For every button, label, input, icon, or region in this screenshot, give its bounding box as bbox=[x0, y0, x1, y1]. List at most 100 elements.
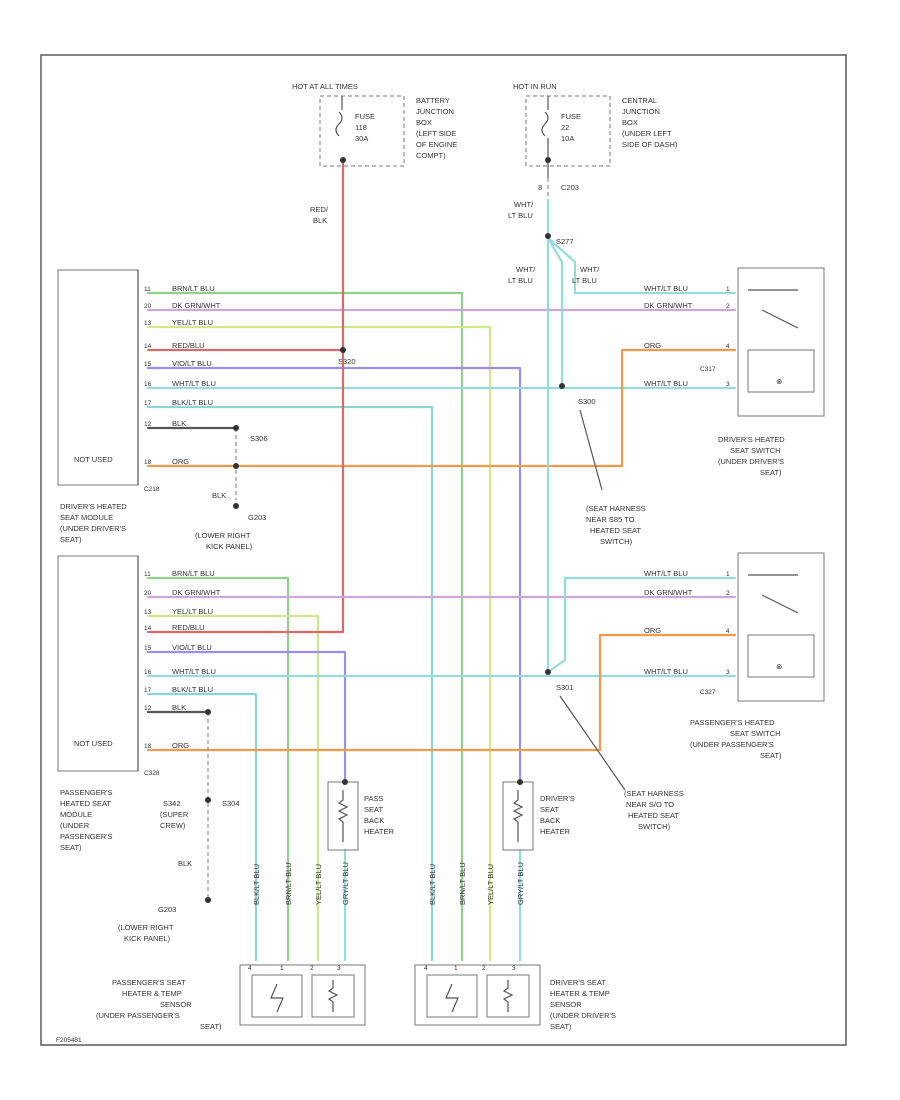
passenger-module-pin-15: 15 bbox=[144, 645, 152, 652]
passenger-switch-label-2: SEAT SWITCH bbox=[730, 729, 781, 738]
s342-dot bbox=[205, 797, 211, 803]
cjb-line3: BOX bbox=[622, 118, 638, 127]
driver-seat-heater-sensor: DRIVER'S SEAT HEATER & TEMP SENSOR (UNDE… bbox=[414, 964, 616, 1031]
wire-pass-vio-ltblu bbox=[146, 650, 347, 784]
power-source-fuse-118: HOT AT ALL TIMES FUSE 118 30A BATTERY JU… bbox=[292, 82, 457, 225]
pass-seat-sensor bbox=[251, 974, 303, 1018]
driver-switch-wire-label: DK GRN/WHT bbox=[644, 301, 693, 310]
drv-seat-label-3: SENSOR bbox=[550, 1000, 582, 1009]
s301-dot bbox=[545, 669, 551, 675]
passenger-heated-seat-module: NOT USED C328 PASSENGER'S HEATED SEAT MO… bbox=[57, 555, 160, 852]
drv-seat-pin-4: 4 bbox=[424, 965, 428, 972]
passenger-module-pin-20: 20 bbox=[144, 590, 152, 597]
s320-label: S320 bbox=[338, 357, 356, 366]
passenger-module-wire-label: BLK/LT BLU bbox=[172, 685, 213, 694]
driver-switch-wire-label: WHT/LT BLU bbox=[644, 284, 688, 293]
passenger-module-wire-label: YEL/LT BLU bbox=[172, 607, 213, 616]
driver-module-pin-17: 17 bbox=[144, 400, 152, 407]
driver-module-label-4: SEAT) bbox=[60, 535, 82, 544]
pass-seat-back-heater: PASS SEAT BACK HEATER bbox=[327, 781, 394, 851]
passenger-module-wire-label: ORG bbox=[172, 741, 189, 750]
passenger-switch-wire-label: DK GRN/WHT bbox=[644, 588, 693, 597]
pass-seat-wire-label: BRN/LT BLU bbox=[284, 862, 293, 905]
driver-ground-blk: BLK bbox=[212, 491, 226, 500]
s320-dot bbox=[340, 347, 346, 353]
passenger-switch-wire-label: WHT/LT BLU bbox=[644, 667, 688, 676]
drv-switch-note-3: HEATED SEAT bbox=[590, 526, 641, 535]
fuse-118-line3: 30A bbox=[355, 134, 368, 143]
branch2-label-2: LT BLU bbox=[572, 276, 597, 285]
s306-top-dot bbox=[233, 425, 239, 431]
s342-label-1: S342 bbox=[163, 799, 181, 808]
pass-seat-label-2: HEATER & TEMP bbox=[122, 989, 182, 998]
pass-back-heater-2: SEAT bbox=[364, 805, 383, 814]
passenger-switch-lamp-symbol: ⊗ bbox=[776, 662, 782, 671]
driver-module-pin-11: 11 bbox=[144, 286, 151, 293]
wire-pass-blk-ltblu bbox=[146, 692, 258, 962]
wire-pass-brn-ltblu bbox=[146, 576, 290, 962]
passenger-module-label-4: (UNDER bbox=[60, 821, 90, 830]
driver-switch-label-4: SEAT) bbox=[760, 468, 782, 477]
pass-seat-pin-2: 2 bbox=[310, 965, 314, 972]
fuse-22-line1: FUSE bbox=[561, 112, 581, 121]
driver-module-wire-label: DK GRN/WHT bbox=[172, 301, 221, 310]
passenger-switch-label-1: PASSENGER'S HEATED bbox=[690, 718, 775, 727]
passenger-ground: S342 (SUPER CREW) S304 BLK G203 (LOWER R… bbox=[118, 712, 240, 943]
passenger-module-pin-17: 17 bbox=[144, 687, 152, 694]
s277-label: S277 bbox=[556, 237, 574, 246]
pass-back-heater-element bbox=[337, 790, 349, 842]
branch1-label-2: LT BLU bbox=[508, 276, 533, 285]
pass-back-heater-3: BACK bbox=[364, 816, 384, 825]
drv-seat-heater bbox=[486, 974, 530, 1018]
driver-module-pin-15: 15 bbox=[144, 361, 152, 368]
fuse-22-line2: 22 bbox=[561, 123, 569, 132]
s306-label: S306 bbox=[250, 434, 268, 443]
drv-seat-back-heater: DRIVER'S SEAT BACK HEATER bbox=[502, 781, 575, 851]
drv-seat-label-5: SEAT) bbox=[550, 1022, 572, 1031]
driver-module-pin-18: 18 bbox=[144, 459, 152, 466]
driver-ground: S306 BLK G203 (LOWER RIGHT KICK PANEL) bbox=[195, 428, 268, 551]
bjb-line1: BATTERY bbox=[416, 96, 450, 105]
passenger-switch-contact-lever bbox=[761, 594, 799, 614]
driver-switch-wire-label: WHT/LT BLU bbox=[644, 379, 688, 388]
pass-seat-heater-element bbox=[327, 980, 339, 1012]
passenger-module-pin-14: 14 bbox=[144, 625, 152, 632]
driver-module-wire-label: BLK bbox=[172, 419, 186, 428]
passenger-module-wire-label: DK GRN/WHT bbox=[172, 588, 221, 597]
bjb-line5: OF ENGINE bbox=[416, 140, 457, 149]
driver-module-wire-label: VIO/LT BLU bbox=[172, 359, 212, 368]
s342-label-2: (SUPER bbox=[160, 810, 189, 819]
red-blk-label-2: BLK bbox=[313, 216, 327, 225]
driver-module-wire-label: YEL/LT BLU bbox=[172, 318, 213, 327]
cjb-line5: SIDE OF DASH) bbox=[622, 140, 678, 149]
drv-back-heater-1: DRIVER'S bbox=[540, 794, 575, 803]
wire-drv-brn-ltblu bbox=[146, 291, 464, 962]
pass-switch-note-4: SWITCH) bbox=[638, 822, 671, 831]
driver-heated-seat-switch: ⊗ C317 DRIVER'S HEATED SEAT SWITCH (UNDE… bbox=[508, 265, 825, 546]
driver-module-wire-label: BRN/LT BLU bbox=[172, 284, 215, 293]
driver-switch-wire-label: ORG bbox=[644, 341, 661, 350]
diagram-border bbox=[40, 54, 847, 1046]
s304-label: S304 bbox=[222, 799, 240, 808]
branch1-label-1: WHT/ bbox=[516, 265, 536, 274]
passenger-module-label-3: MODULE bbox=[60, 810, 92, 819]
passenger-switch-wire-label: WHT/LT BLU bbox=[644, 569, 688, 578]
wire-drv-switch-branch-b bbox=[546, 236, 737, 295]
drv-switch-note-1: (SEAT HARNESS bbox=[586, 504, 646, 513]
passenger-module-wire-label: VIO/LT BLU bbox=[172, 643, 212, 652]
wht-ltblu-label-2: LT BLU bbox=[508, 211, 533, 220]
driver-switch-lamp-box bbox=[747, 349, 815, 393]
passenger-g203-loc-2: KICK PANEL) bbox=[124, 934, 171, 943]
s301-leader bbox=[559, 695, 626, 791]
passenger-switch-pin-1: 1 bbox=[726, 571, 730, 578]
drv-back-heater-element bbox=[512, 790, 524, 842]
hot-in-run-label: HOT IN RUN bbox=[513, 82, 557, 91]
driver-switch-pin-4: 4 bbox=[726, 343, 730, 350]
driver-g203-label: G203 bbox=[248, 513, 266, 522]
pass-seat-label-3: SENSOR bbox=[160, 1000, 192, 1009]
driver-module-not-used: NOT USED bbox=[74, 455, 113, 464]
wires bbox=[146, 158, 737, 962]
